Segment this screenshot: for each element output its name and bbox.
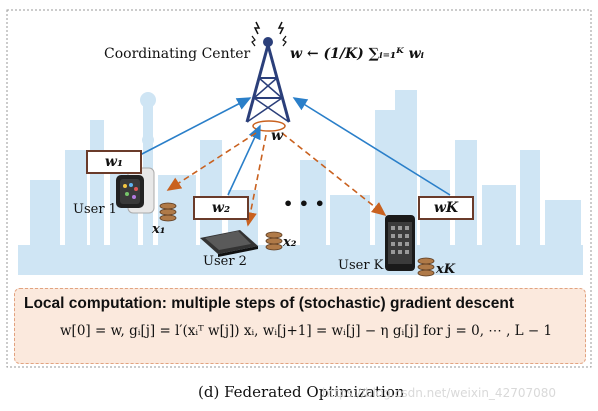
database-icon-2 [265,231,283,251]
smartphone-icon [385,215,415,271]
userk-weight-label: wK [418,196,474,220]
user2-data-label: x₂ [283,235,297,250]
user1-weight-label: w₁ [86,150,142,174]
coordinating-center-label: Coordinating Center [104,46,251,62]
local-computation-title: Local computation: multiple steps of (st… [24,295,515,312]
watermark: https://blog.csdn.net/weixin_42707080 [322,386,557,400]
database-icon-1 [159,202,177,222]
userk-name: User K [338,258,384,273]
tower-weight-label: w [271,128,284,144]
upload-arrows [139,97,451,196]
local-computation-box [14,288,586,364]
aggregation-formula: w ← (1/K) ∑ᵢ₌₁ᴷ wᵢ [290,46,425,62]
tablet-icon [200,230,258,257]
local-computation-formula: w[0] = w, gᵢ[j] = l′(xᵢᵀ w[j]) xᵢ, wᵢ[j+… [60,323,553,339]
userk-data-label: xK [436,262,456,277]
tower-icon [245,21,291,123]
user1-data-label: x₁ [152,222,166,237]
user2-name: User 2 [203,254,247,269]
figure-caption: (d) Federated Optimization [198,383,405,401]
user2-weight-label: w₂ [193,196,249,220]
ellipsis: • • • [283,194,325,213]
smartwatch-icon [116,167,155,214]
outer-frame [6,9,592,368]
database-icon-k [417,257,435,277]
download-arrows [166,132,387,227]
user1-name: User 1 [73,202,117,217]
city-skyline [18,90,583,275]
